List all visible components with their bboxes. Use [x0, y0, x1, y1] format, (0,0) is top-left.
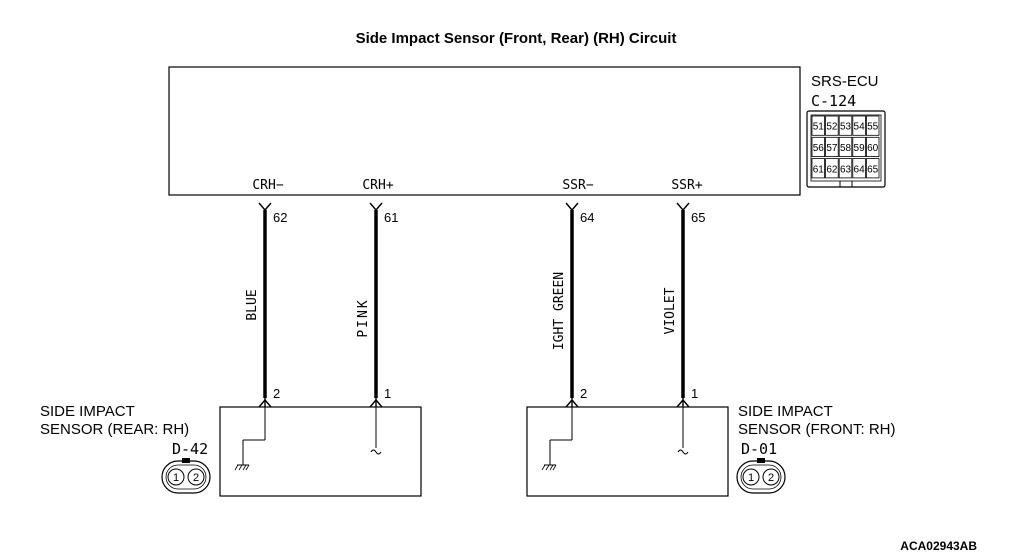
wire-light-green: [565, 202, 579, 408]
ecu-grid-cell: [838, 115, 853, 136]
figure-code: ACA02943AB: [900, 539, 977, 553]
ecu-grid-cell: [838, 158, 853, 179]
rear-connector-pin-2: 2: [193, 472, 199, 484]
front-sensor-internal-lead: [677, 407, 689, 455]
front-sensor-pin-2: 2: [580, 386, 587, 401]
rear-sensor-internal-lead: [370, 407, 382, 455]
ecu-grid-cell: [866, 115, 880, 136]
ecu-grid-cell: [811, 115, 826, 136]
ecu-grid-pin-53: 53: [840, 122, 852, 133]
wire-color-pink: PINK: [356, 298, 371, 337]
rear-sensor-connector-label: D-42: [172, 440, 208, 458]
wire-color-light-green: IGHT GREEN: [552, 272, 567, 350]
front-sensor-pin-1: 1: [691, 386, 698, 401]
ecu-pin-61: 61: [384, 210, 398, 225]
terminal-name-crh-minus: CRH−: [252, 178, 283, 193]
ecu-grid-pin-62: 62: [826, 164, 838, 175]
ecu-grid-pin-65: 65: [867, 164, 879, 175]
srs-ecu-box: [168, 66, 801, 196]
ecu-pin-62: 62: [273, 210, 287, 225]
terminal-name-crh-plus: CRH+: [362, 178, 393, 193]
ecu-grid-cell: [852, 136, 866, 158]
rear-sensor-pin-2: 2: [273, 386, 280, 401]
ecu-grid-cell: [825, 115, 839, 136]
ecu-grid-cell: [825, 158, 839, 179]
ecu-grid-cell: [852, 158, 866, 179]
ecu-grid-pin-57: 57: [826, 143, 838, 154]
ecu-grid-pin-64: 64: [854, 164, 866, 175]
front-connector-pin-1: 1: [748, 472, 754, 484]
terminal-name-ssr-minus: SSR−: [562, 178, 593, 193]
ecu-connector-label: C-124: [811, 92, 856, 110]
ecu-grid-pin-61: 61: [813, 164, 825, 175]
wire-blue: [258, 202, 272, 408]
ecu-grid-cell: [811, 136, 826, 158]
ecu-grid-pin-56: 56: [813, 143, 825, 154]
rear-sensor-ground-icon: [234, 407, 266, 471]
front-sensor-connector-icon: 1 2: [736, 458, 786, 494]
rear-sensor-label-line1: SIDE IMPACT: [40, 403, 135, 420]
front-sensor-connector-label: D-01: [741, 440, 777, 458]
rear-connector-pin-1: 1: [173, 472, 179, 484]
ecu-grid-pin-54: 54: [854, 122, 866, 133]
ecu-grid-pin-52: 52: [826, 122, 838, 133]
ecu-grid-cell: [852, 115, 866, 136]
wire-color-violet: VIOLET: [663, 287, 678, 334]
rear-sensor-connector-icon: 1 2: [161, 458, 211, 494]
rear-sensor-box: [219, 406, 422, 497]
ecu-grid-pin-55: 55: [867, 122, 879, 133]
ecu-grid-pin-60: 60: [867, 143, 879, 154]
ecu-pin-64: 64: [580, 210, 594, 225]
wire-violet: [676, 202, 690, 408]
front-sensor-ground-icon: [541, 407, 573, 471]
ecu-grid-cell: [838, 136, 853, 158]
rear-sensor-label-line2: SENSOR (REAR: RH): [40, 421, 189, 438]
front-connector-pin-2: 2: [768, 472, 774, 484]
ecu-grid-cell: [811, 158, 826, 179]
front-sensor-box: [526, 406, 729, 497]
wire-pink: [369, 202, 383, 408]
ecu-grid-pin-63: 63: [840, 164, 852, 175]
front-sensor-label-line2: SENSOR (FRONT: RH): [738, 421, 896, 438]
ecu-grid-cell: [866, 136, 880, 158]
terminal-name-ssr-plus: SSR+: [671, 178, 702, 193]
diagram-title: Side Impact Sensor (Front, Rear) (RH) Ci…: [356, 30, 677, 47]
ecu-grid-pin-59: 59: [854, 143, 866, 154]
ecu-pin-65: 65: [691, 210, 705, 225]
wire-color-blue: BLUE: [245, 289, 260, 320]
rear-sensor-pin-1: 1: [384, 386, 391, 401]
ecu-name: SRS-ECU: [811, 73, 879, 90]
front-sensor-label-line1: SIDE IMPACT: [738, 403, 833, 420]
ecu-grid-cell: [825, 136, 839, 158]
ecu-grid-cell: [866, 158, 880, 179]
ecu-grid-pin-51: 51: [813, 122, 825, 133]
ecu-grid-pin-58: 58: [840, 143, 852, 154]
